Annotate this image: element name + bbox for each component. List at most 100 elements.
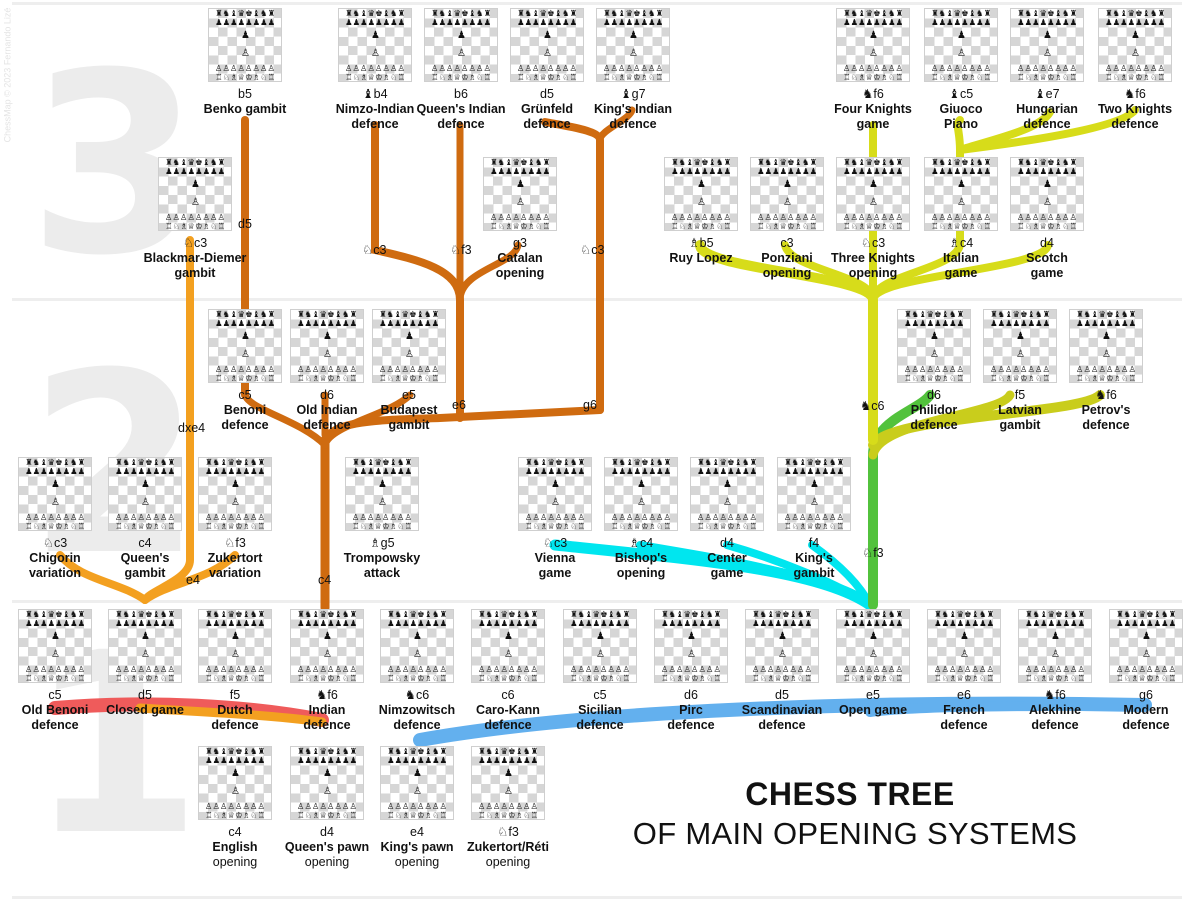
piece-row: ♟♟♟♟♟♟♟♟ [386,756,448,765]
piece-row: ♖♘♗♕♔♗♘♖ [903,374,965,383]
piece-row: ♖♘♗♕♔♗♘♖ [842,674,904,683]
piece-row: ♟♟♟♟♟♟♟♟ [386,619,448,628]
piece-row: ♜♞♝♛♚♝♞♜ [1016,158,1078,167]
moved-pawn: ♙ [783,197,792,208]
opening-name: defence [609,117,657,131]
piece-row: ♟♟♟♟♟♟♟♟ [751,619,813,628]
opening-name: opening [848,266,898,280]
opening-move: d5 [138,688,152,702]
chessboard-french: ♜♞♝♛♚♝♞♜♟♟♟♟♟♟♟♟♙♙♙♙♙♙♙♙♖♘♗♕♔♗♘♖♙♟ [927,609,1001,683]
moved-pawn: ♙ [629,48,638,59]
opening-move: d5 [775,688,789,702]
piece-row: ♙♙♙♙♙♙♙♙ [114,665,176,674]
piece-row: ♜♞♝♛♚♝♞♜ [696,458,758,467]
chessboard-queens-gambit: ♜♞♝♛♚♝♞♜♟♟♟♟♟♟♟♟♙♙♙♙♙♙♙♙♖♘♗♕♔♗♘♖♙♟ [108,457,182,531]
opening-name: Benko gambit [203,102,287,116]
branch-move-g6: g6 [583,398,597,412]
chessboard-scotch: ♜♞♝♛♚♝♞♜♟♟♟♟♟♟♟♟♙♙♙♙♙♙♙♙♖♘♗♕♔♗♘♖♙♟ [1010,157,1084,231]
moved-pawn: ♙ [1051,649,1060,660]
tier-separator [12,2,1182,5]
piece-row: ♖♘♗♕♔♗♘♖ [351,522,413,531]
chessboard-dutch: ♜♞♝♛♚♝♞♜♟♟♟♟♟♟♟♟♙♙♙♙♙♙♙♙♖♘♗♕♔♗♘♖♙♟ [198,609,272,683]
piece-row: ♜♞♝♛♚♝♞♜ [114,610,176,619]
piece-row: ♜♞♝♛♚♝♞♜ [214,9,276,18]
chessboard-benko: ♜♞♝♛♚♝♞♜♟♟♟♟♟♟♟♟♙♙♙♙♙♙♙♙♖♘♗♕♔♗♘♖♙♟ [208,8,282,82]
opening-move: ♘f3 [497,825,519,839]
piece-row: ♖♘♗♕♔♗♘♖ [214,374,276,383]
moved-pawn: ♟ [457,30,466,41]
opening-name: Alekhine [1028,703,1082,717]
moved-pawn: ♙ [231,786,240,797]
opening-move: ♞f6 [1124,87,1146,101]
moved-pawn: ♟ [596,631,605,642]
piece-row: ♟♟♟♟♟♟♟♟ [378,319,440,328]
moved-pawn: ♙ [723,497,732,508]
opening-move: ♗g5 [369,536,395,550]
opening-name: Budapest [380,403,438,417]
chessboard-nimzo-indian: ♜♞♝♛♚♝♞♜♟♟♟♟♟♟♟♟♙♙♙♙♙♙♙♙♖♘♗♕♔♗♘♖♙♟ [338,8,412,82]
moved-pawn: ♟ [957,179,966,190]
opening-name: gambit [124,566,166,580]
opening-name: Catalan [497,251,543,265]
opening-move: c4 [228,825,242,839]
chessboard-three-knights: ♜♞♝♛♚♝♞♜♟♟♟♟♟♟♟♟♙♙♙♙♙♙♙♙♖♘♗♕♔♗♘♖♙♟ [836,157,910,231]
piece-row: ♟♟♟♟♟♟♟♟ [930,167,992,176]
piece-row: ♟♟♟♟♟♟♟♟ [1024,619,1086,628]
piece-row: ♜♞♝♛♚♝♞♜ [296,310,358,319]
piece-row: ♟♟♟♟♟♟♟♟ [1075,319,1137,328]
opening-name: Vienna [534,551,576,565]
piece-row: ♙♙♙♙♙♙♙♙ [489,213,551,222]
moved-pawn: ♙ [323,349,332,360]
piece-row: ♙♙♙♙♙♙♙♙ [516,64,578,73]
piece-row: ♜♞♝♛♚♝♞♜ [214,310,276,319]
opening-name: Piano [943,117,979,131]
moved-pawn: ♙ [1142,649,1151,660]
branch-move-nf3a: ♘f3 [450,243,472,257]
piece-row: ♙♙♙♙♙♙♙♙ [344,64,406,73]
branch-move-d5a: d5 [238,217,252,231]
piece-row: ♜♞♝♛♚♝♞♜ [516,9,578,18]
piece-row: ♟♟♟♟♟♟♟♟ [114,467,176,476]
moved-pawn: ♙ [413,786,422,797]
moved-pawn: ♟ [141,479,150,490]
chessboard-philidor: ♜♞♝♛♚♝♞♜♟♟♟♟♟♟♟♟♙♙♙♙♙♙♙♙♖♘♗♕♔♗♘♖♙♟ [897,309,971,383]
piece-row: ♟♟♟♟♟♟♟♟ [516,18,578,27]
moved-pawn: ♟ [504,768,513,779]
opening-name: gambit [388,418,430,432]
piece-row: ♖♘♗♕♔♗♘♖ [756,222,818,231]
piece-row: ♙♙♙♙♙♙♙♙ [842,665,904,674]
moved-pawn: ♟ [241,30,250,41]
piece-row: ♜♞♝♛♚♝♞♜ [351,458,413,467]
piece-row: ♖♘♗♕♔♗♘♖ [24,522,86,531]
moved-pawn: ♙ [504,649,513,660]
piece-row: ♟♟♟♟♟♟♟♟ [214,18,276,27]
opening-name: Ruy Lopez [669,251,733,265]
moved-pawn: ♙ [810,497,819,508]
piece-row: ♖♘♗♕♔♗♘♖ [489,222,551,231]
piece-row: ♟♟♟♟♟♟♟♟ [989,319,1051,328]
chessboard-english: ♜♞♝♛♚♝♞♜♟♟♟♟♟♟♟♟♙♙♙♙♙♙♙♙♖♘♗♕♔♗♘♖♙♟ [198,746,272,820]
piece-row: ♟♟♟♟♟♟♟♟ [214,319,276,328]
piece-row: ♜♞♝♛♚♝♞♜ [1024,610,1086,619]
opening-name: defence [484,718,532,732]
chessboard-nimzowitsch: ♜♞♝♛♚♝♞♜♟♟♟♟♟♟♟♟♙♙♙♙♙♙♙♙♖♘♗♕♔♗♘♖♙♟ [380,609,454,683]
moved-pawn: ♟ [371,30,380,41]
branch-d4 [596,106,636,144]
piece-row: ♟♟♟♟♟♟♟♟ [696,467,758,476]
piece-row: ♟♟♟♟♟♟♟♟ [296,619,358,628]
opening-name: Nimzowitsch [378,703,456,717]
moved-pawn: ♟ [51,631,60,642]
moved-pawn: ♟ [323,631,332,642]
opening-subtitle: opening [394,855,440,869]
opening-move: e5 [866,688,880,702]
